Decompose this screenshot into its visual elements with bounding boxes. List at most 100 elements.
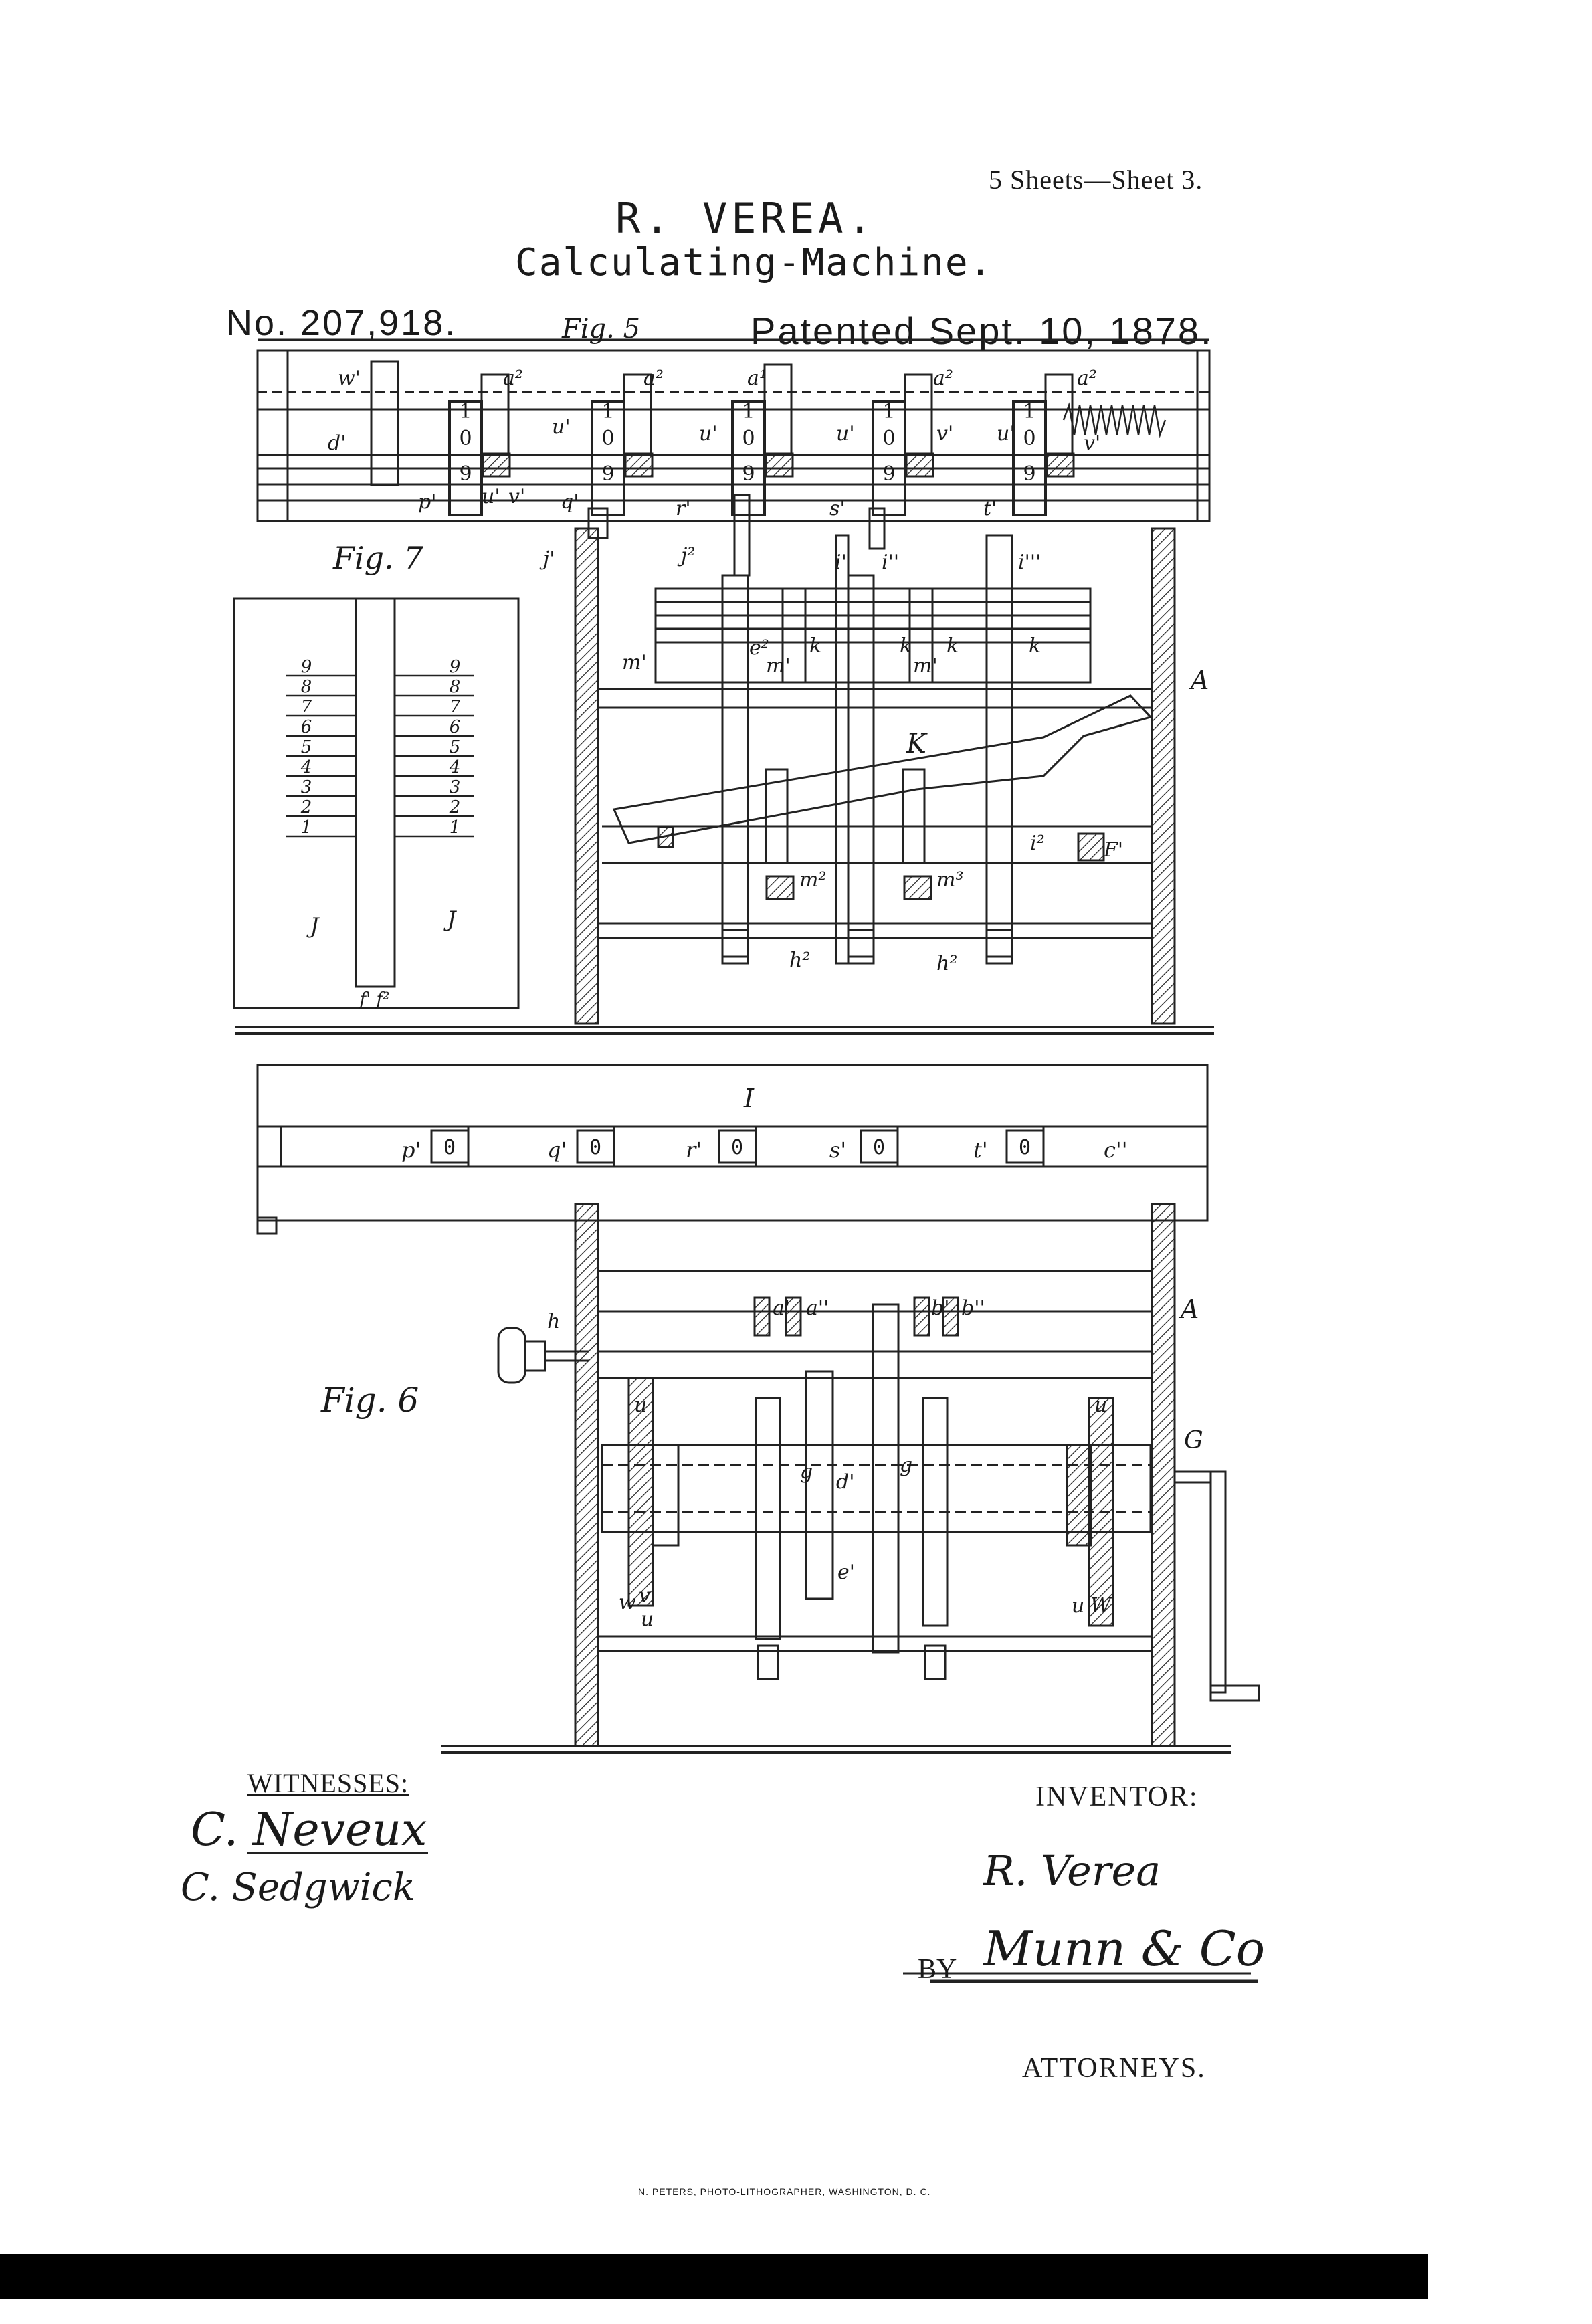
reference-label: h <box>547 1310 560 1333</box>
wheel-digit: 1 <box>601 400 614 423</box>
sheet-number: 5 Sheets—Sheet 3. <box>989 165 1203 195</box>
reference-label: w <box>619 1591 636 1614</box>
reference-label: a² <box>933 367 953 390</box>
fig7-label-left: J <box>306 913 320 939</box>
patent-date: Patented Sept. 10, 1878. <box>751 310 1213 352</box>
reference-label: u' <box>699 422 718 446</box>
scale-digit: 2 <box>449 797 461 817</box>
reference-label: s' <box>829 497 845 520</box>
by-label: BY <box>918 1954 957 1985</box>
reference-label: u <box>1072 1594 1084 1618</box>
figure-6-drawing <box>441 1203 1260 1754</box>
scale-digit: 7 <box>450 697 461 717</box>
fig7-label-bottom: f' f² <box>358 989 389 1009</box>
fig7-label-right: J <box>443 906 458 932</box>
scale-digit: 3 <box>301 777 312 797</box>
reference-label: G <box>1184 1427 1203 1454</box>
reference-label: u <box>1094 1393 1107 1417</box>
reference-label: s' <box>829 1137 846 1163</box>
reference-label: e² <box>749 636 769 660</box>
counter-wheel-1 <box>448 373 511 516</box>
wheel-digit: 0 <box>601 427 614 450</box>
reference-label: g <box>900 1454 912 1477</box>
witness-2-signature: C. Sedgwick <box>181 1866 415 1909</box>
knob-h <box>497 1327 589 1384</box>
band-values: 0 0 0 0 0 <box>443 1136 1031 1159</box>
counter-wheel-2 <box>591 373 654 516</box>
reference-label: a² <box>1077 367 1097 390</box>
fig5-labels: w' a² a² a¹ a² a² u' u' u' u' v' v' d' p… <box>328 367 1209 975</box>
attorneys-label: ATTORNEYS. <box>1022 2053 1206 2084</box>
scale-digit: 3 <box>450 777 461 797</box>
wheel-digit: 9 <box>742 462 755 486</box>
reference-label: m³ <box>936 868 963 892</box>
reference-label: m' <box>766 654 791 678</box>
scale-digit: 1 <box>450 817 461 838</box>
spring <box>1062 402 1167 438</box>
crank-handle <box>1175 1470 1260 1702</box>
scale-digit: 4 <box>449 757 461 777</box>
reference-label: r' <box>676 497 691 520</box>
counter-wheel-5 <box>1012 373 1075 516</box>
reference-label: u <box>634 1393 647 1417</box>
reference-label: 0 <box>443 1136 456 1159</box>
reference-label: r' <box>686 1137 702 1163</box>
reference-label: 0 <box>589 1136 601 1159</box>
reference-label: u' <box>997 422 1015 446</box>
wheel-digit: 0 <box>459 427 472 450</box>
reference-label: K <box>906 729 928 759</box>
reference-label: v <box>639 1584 650 1608</box>
scale-digit: 6 <box>450 717 461 737</box>
reference-label: d' <box>836 1470 854 1494</box>
witness-1-signature: C. Neveux <box>191 1804 427 1856</box>
reference-label: w' <box>338 367 361 390</box>
reference-label: v' <box>1084 431 1100 455</box>
reference-label: 0 <box>731 1136 743 1159</box>
reference-label: a'' <box>806 1296 829 1320</box>
wheel-digit: 9 <box>601 462 614 486</box>
reference-label: m' <box>913 654 938 678</box>
figure-5-drawing <box>235 338 1214 1035</box>
reference-label: g <box>800 1460 813 1484</box>
reference-label: v' <box>508 485 525 508</box>
reference-label: e' <box>837 1561 855 1584</box>
scale-digit: 5 <box>450 737 461 757</box>
reference-label: i''' <box>1018 551 1041 574</box>
inventor-signature: R. Verea <box>983 1846 1161 1895</box>
inventor-name: R. VEREA. <box>615 194 876 243</box>
scan-border-bar <box>0 2254 1428 2299</box>
reference-label: h² <box>789 949 810 972</box>
patent-number: No. 207,918. <box>226 303 458 343</box>
reference-label: a¹ <box>747 367 767 390</box>
scale-digit: 8 <box>450 677 461 697</box>
figure-7-drawing <box>233 597 520 1009</box>
fig5-title: Fig. 5 <box>561 314 640 345</box>
fig6-title: Fig. 6 <box>320 1381 419 1420</box>
reference-label: i' <box>835 551 847 574</box>
reference-label: A <box>1189 666 1209 695</box>
scale-digit: 6 <box>301 717 312 737</box>
reference-label: u <box>641 1608 654 1631</box>
reference-label: A <box>1179 1294 1199 1324</box>
reference-label: q' <box>561 490 579 514</box>
reference-label: p' <box>401 1137 421 1163</box>
reference-label: j² <box>677 544 695 567</box>
witnesses-label: WITNESSES: <box>247 1768 409 1798</box>
reference-label: u' <box>482 485 500 508</box>
reference-label: I <box>743 1084 755 1113</box>
signatures: C. Neveux C. Sedgwick R. Verea Munn & Co <box>181 1804 1265 1977</box>
scale-digit: 4 <box>300 757 312 777</box>
scale-digit: 9 <box>450 657 461 677</box>
reference-label: v' <box>936 422 953 446</box>
reference-label: a' <box>773 1296 790 1320</box>
reference-label: c'' <box>1104 1137 1128 1163</box>
reference-label: i² <box>1030 832 1045 855</box>
wheel-digit: 9 <box>882 462 895 486</box>
reference-label: i'' <box>882 551 899 574</box>
scale-digit: 7 <box>301 697 312 717</box>
reference-label: F' <box>1103 838 1123 862</box>
fig7-title: Fig. 7 <box>332 540 423 576</box>
wheel-digit: 0 <box>1023 427 1035 450</box>
attorney-signature: Munn & Co <box>982 1921 1265 1977</box>
